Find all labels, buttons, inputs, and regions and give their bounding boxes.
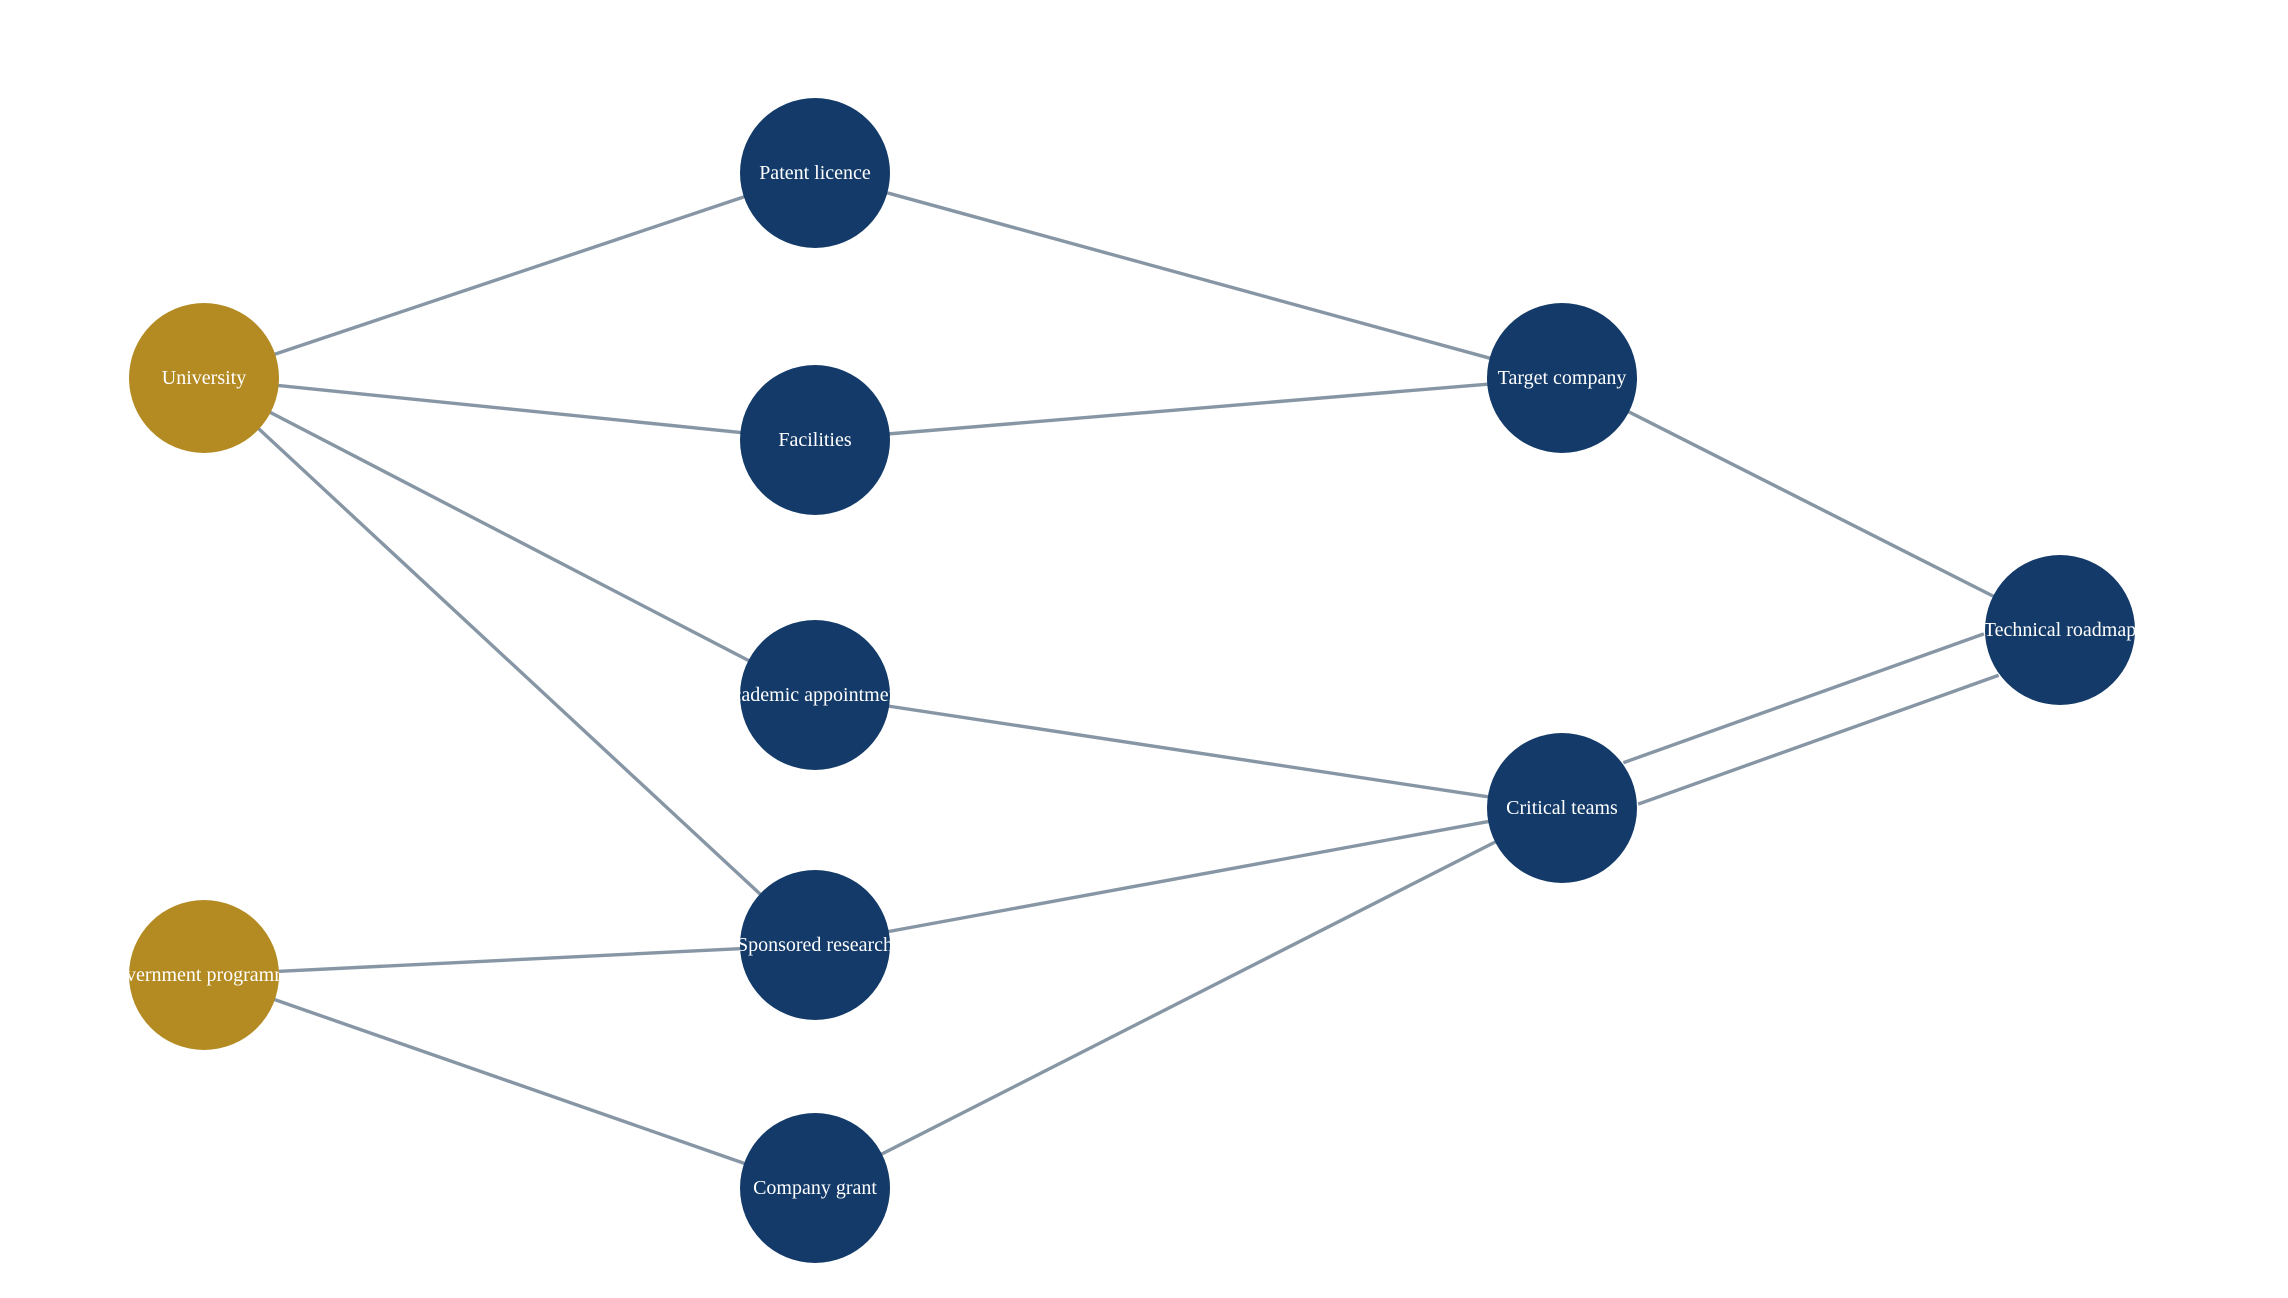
edge-layer [256, 190, 2000, 1166]
node-sponsored[interactable]: Sponsored research [737, 870, 893, 1020]
edge-teams-roadmap [1622, 632, 1985, 765]
node-target[interactable]: Target company [1487, 303, 1637, 453]
edge-university-patent [272, 194, 747, 357]
node-roadmap[interactable]: Technical roadmap [1984, 555, 2136, 705]
node-label-facilities: Facilities [778, 429, 852, 451]
node-university[interactable]: University [129, 303, 279, 453]
edge-grant-teams [879, 839, 1498, 1157]
node-circle-sponsored [740, 870, 890, 1020]
edge-university-academic [268, 410, 751, 663]
edge-patent-target [884, 190, 1493, 361]
edge-sponsored-teams [886, 819, 1491, 934]
edge-academic-teams [886, 704, 1491, 799]
edge-teams-roadmap [1637, 673, 2000, 806]
node-label-patent: Patent licence [759, 162, 871, 184]
node-circle-target [1487, 303, 1637, 453]
node-circle-teams [1487, 733, 1637, 883]
edge-government-sponsored [276, 946, 743, 974]
node-label-grant: Company grant [753, 1177, 877, 1199]
edge-target-roadmap [1626, 409, 1996, 599]
node-government[interactable]: Government programmes [102, 900, 307, 1050]
node-label-sponsored: Sponsored research [737, 934, 893, 956]
node-label-university: University [162, 367, 246, 389]
node-circle-patent [740, 98, 890, 248]
edge-university-sponsored [256, 426, 763, 897]
node-label-target: Target company [1498, 367, 1627, 389]
node-circle-grant [740, 1113, 890, 1263]
edge-facilities-target [887, 382, 1490, 436]
node-academic[interactable]: Academic appointments [718, 620, 912, 770]
node-circle-university [129, 303, 279, 453]
edge-university-facilities [276, 383, 743, 435]
node-grant[interactable]: Company grant [740, 1113, 890, 1263]
edge-government-grant [272, 997, 747, 1166]
node-label-government: Government programmes [102, 964, 307, 986]
node-label-academic: Academic appointments [718, 684, 912, 706]
node-facilities[interactable]: Facilities [740, 365, 890, 515]
node-patent[interactable]: Patent licence [740, 98, 890, 248]
node-teams[interactable]: Critical teams [1487, 733, 1637, 883]
node-circle-roadmap [1985, 555, 2135, 705]
node-label-teams: Critical teams [1506, 797, 1618, 819]
node-circle-facilities [740, 365, 890, 515]
node-label-roadmap: Technical roadmap [1984, 619, 2136, 641]
node-circle-government [129, 900, 279, 1050]
node-circle-academic [740, 620, 890, 770]
